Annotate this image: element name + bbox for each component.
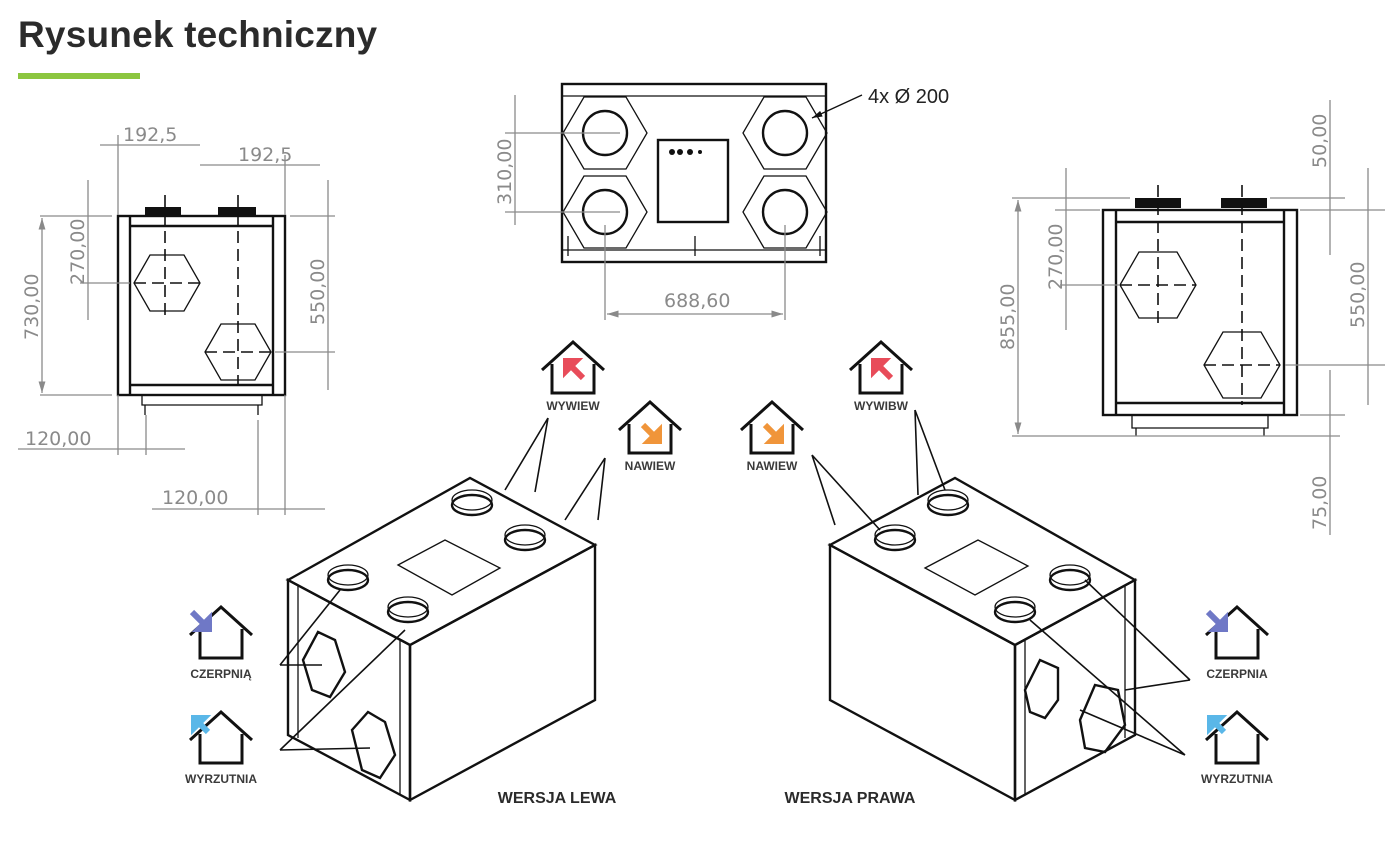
dim-label: 192,5 bbox=[123, 124, 177, 146]
dim-label: 310,00 bbox=[494, 139, 516, 205]
left-version-isometric: WERSJA LEWA bbox=[279, 417, 617, 807]
icon-label: NAWIEW bbox=[625, 459, 676, 473]
connector-note: 4x Ø 200 bbox=[868, 86, 949, 108]
version-label-left: WERSJA LEWA bbox=[498, 790, 617, 807]
dim-label: 855,00 bbox=[997, 284, 1019, 350]
page-title: Rysunek techniczny bbox=[18, 14, 378, 55]
version-label-right: WERSJA PRAWA bbox=[785, 790, 916, 807]
icon-right-supply: NAWIEW bbox=[739, 400, 805, 473]
dim-label: 120,00 bbox=[25, 428, 91, 450]
duct-spigot bbox=[218, 207, 256, 216]
right-side-view: 50,00 855,00 270,00 550,00 75,00 bbox=[997, 100, 1385, 535]
icon-left-intake: CZERPNIĄ bbox=[188, 605, 254, 681]
house-arrow-in-icon bbox=[188, 605, 254, 660]
icon-left-exhaust: WYRZUTNIA bbox=[185, 710, 257, 786]
right-version-isometric: WERSJA PRAWA bbox=[785, 409, 1191, 807]
dim-label: 550,00 bbox=[307, 259, 329, 325]
dim-label: 75,00 bbox=[1309, 476, 1331, 530]
control-panel bbox=[656, 138, 730, 224]
dim-label: 270,00 bbox=[67, 219, 89, 285]
house-arrow-in-icon bbox=[617, 400, 683, 455]
title-underline bbox=[18, 73, 140, 79]
icon-left-supply: NAWIEW bbox=[617, 400, 683, 473]
dim-label: 50,00 bbox=[1309, 114, 1331, 168]
left-side-view: 192,5 192,5 730,00 270,00 550,00 120,00 … bbox=[18, 124, 335, 515]
port-hexagons bbox=[562, 96, 828, 249]
icon-label: WYRZUTNIA bbox=[185, 772, 257, 786]
icon-label: CZERPNIĄ bbox=[190, 667, 252, 681]
top-view: 310,00 688,60 4x Ø 200 bbox=[494, 82, 949, 320]
duct-spigot bbox=[145, 207, 181, 216]
house-arrow-in-icon bbox=[739, 400, 805, 455]
icon-label: WYWIBW bbox=[854, 399, 909, 413]
icon-label: CZERPNIA bbox=[1206, 667, 1268, 681]
dim-label: 192,5 bbox=[238, 144, 292, 166]
icon-right-exhaust: WYRZUTNIA bbox=[1201, 710, 1273, 786]
icon-right-intake: CZERPNIA bbox=[1204, 605, 1270, 681]
icon-right-extract: WYWIBW bbox=[848, 340, 914, 413]
dim-label: 270,00 bbox=[1045, 224, 1067, 290]
icon-label: NAWIEW bbox=[747, 459, 798, 473]
icon-left-extract: WYWIEW bbox=[540, 340, 606, 413]
dim-label: 550,00 bbox=[1347, 262, 1369, 328]
house-arrow-in-icon bbox=[1204, 605, 1270, 660]
dim-label: 120,00 bbox=[162, 487, 228, 509]
dim-label: 688,60 bbox=[664, 290, 730, 312]
icon-label: WYWIEW bbox=[546, 399, 600, 413]
dim-label: 730,00 bbox=[21, 274, 43, 340]
icon-label: WYRZUTNIA bbox=[1201, 772, 1273, 786]
